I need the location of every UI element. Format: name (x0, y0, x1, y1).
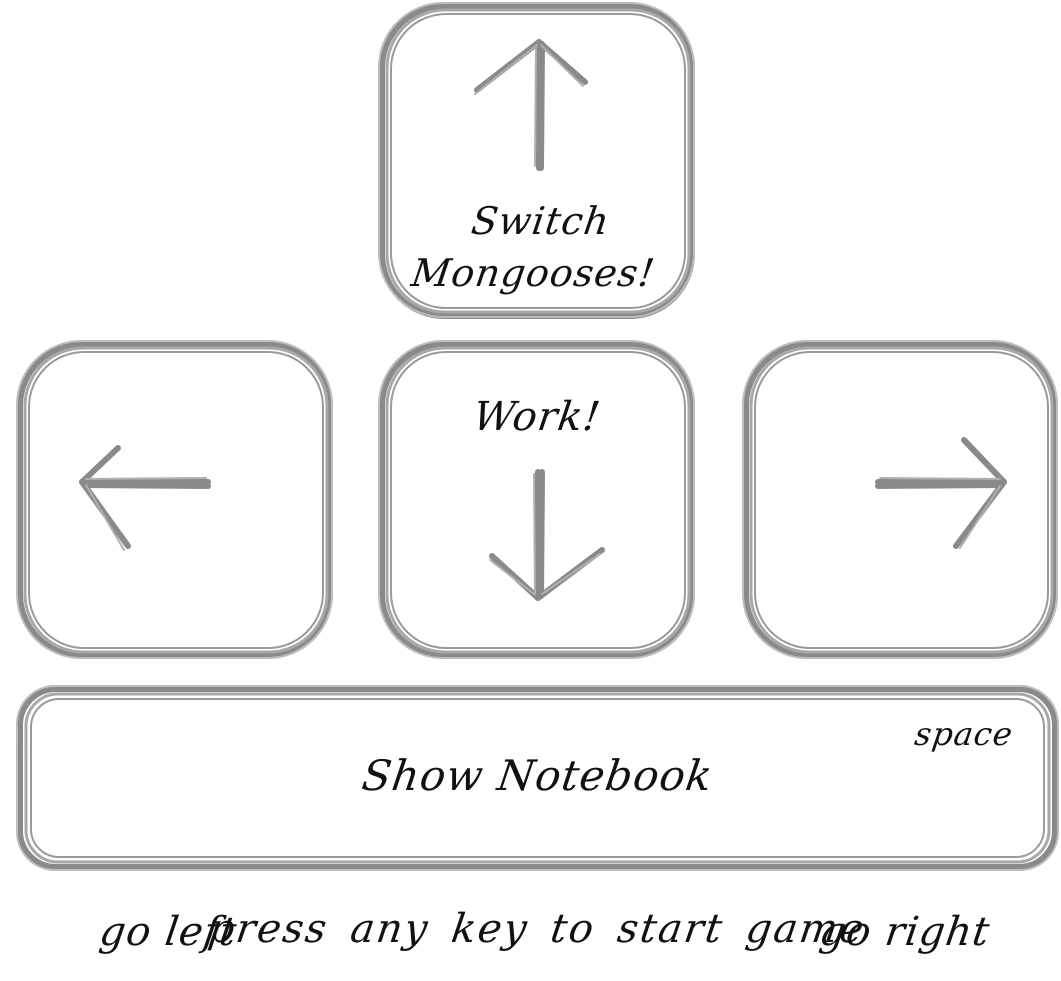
key-outline (378, 2, 695, 319)
left-arrow-key[interactable]: go left (14, 338, 336, 955)
down-key-label: Work! (470, 394, 604, 440)
key-outline (16, 340, 333, 659)
arrow-right-icon (875, 437, 1007, 549)
down-arrow-key[interactable]: Work! (376, 338, 698, 662)
up-arrow-key[interactable]: Switch Mongooses! (376, 0, 698, 322)
space-key[interactable]: space Show Notebook (14, 683, 1061, 873)
arrow-down-icon (489, 469, 605, 601)
up-key-label-line2: Mongooses! (408, 251, 658, 295)
key-outline (16, 685, 1059, 871)
arrow-up-icon (474, 39, 588, 171)
up-key-label: Switch Mongooses! (369, 195, 706, 299)
key-outline (378, 340, 695, 659)
space-key-label: Show Notebook (359, 751, 717, 800)
right-arrow-key[interactable]: go right (740, 338, 1061, 955)
start-game-prompt: press any key to start game (205, 906, 869, 952)
key-outline (742, 340, 1058, 659)
arrow-left-icon (79, 445, 211, 551)
space-key-name: space (912, 715, 1016, 753)
up-key-label-line1: Switch (468, 199, 613, 243)
